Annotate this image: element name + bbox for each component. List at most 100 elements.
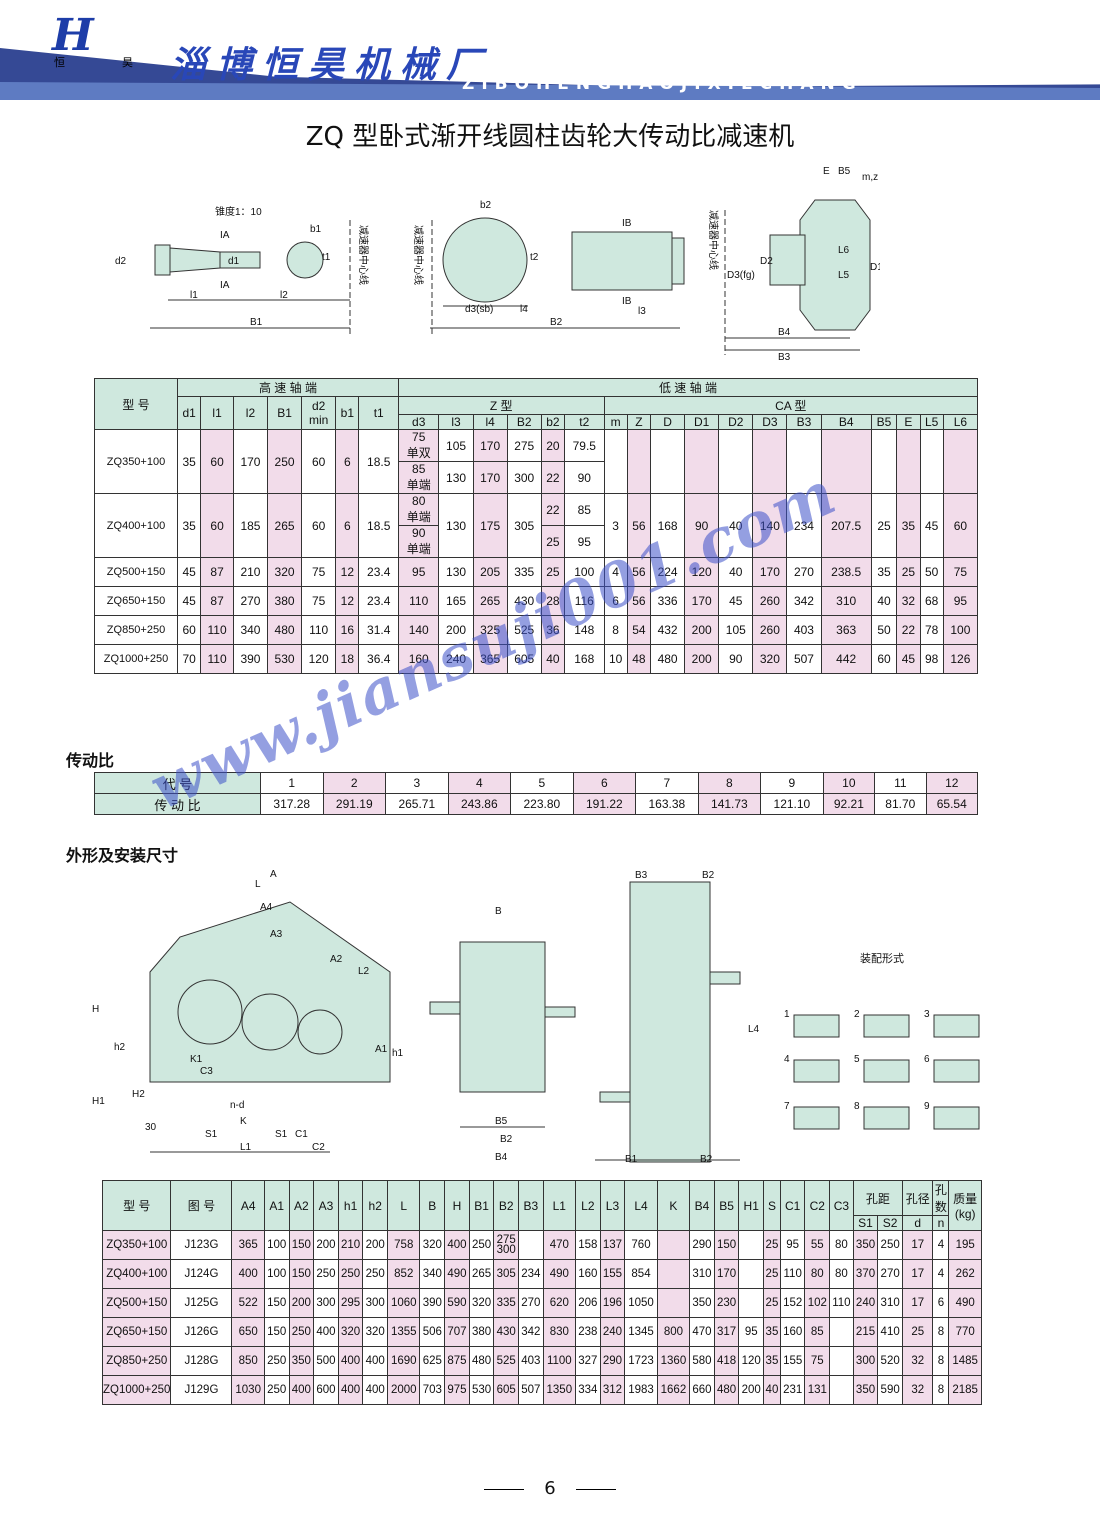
table-cell: 65.54 <box>925 793 979 815</box>
table-cell: 28 <box>540 586 566 616</box>
dim-label: l1 <box>190 290 198 301</box>
table-cell: 430 <box>506 586 542 616</box>
dim-label: L5 <box>838 270 850 281</box>
hole-diameter-header: 孔径 <box>901 1180 934 1216</box>
table-cell: 131 <box>804 1375 831 1405</box>
model-cell: ZQ850+250 <box>94 615 178 645</box>
column-header: L5 <box>919 414 944 430</box>
column-header: D1 <box>684 414 720 430</box>
logo-mark: H <box>52 10 94 61</box>
table-cell: 95 <box>779 1230 806 1260</box>
logo-left-char: 恒 <box>54 56 65 69</box>
table-cell: 170 <box>752 557 788 587</box>
header-banner <box>0 0 1100 100</box>
table-cell: 195 <box>948 1230 982 1260</box>
table-cell: 105 <box>438 429 474 462</box>
table-cell: 155 <box>779 1346 806 1376</box>
table-cell: 40 <box>870 586 898 616</box>
table-cell: 6 <box>932 1288 950 1318</box>
reducer-end-view <box>459 941 546 1093</box>
table-cell: 85 <box>804 1317 831 1347</box>
table-cell: 320 <box>337 1317 364 1347</box>
table-cell: 45 <box>176 557 202 587</box>
assembly-form-8 <box>863 1106 910 1130</box>
table-cell: 20 <box>540 429 566 462</box>
dim-label: C2 <box>312 1142 325 1153</box>
table-cell: 530 <box>468 1375 495 1405</box>
table-cell: 336 <box>650 586 686 616</box>
table-cell: 196 <box>599 1288 626 1318</box>
table-cell: 275 300 <box>493 1230 519 1260</box>
table-cell: 9 <box>760 772 824 794</box>
dim-label: IB <box>622 296 632 307</box>
column-header: K <box>656 1180 691 1231</box>
outline-drawings: L A A4 A3 A2 L2 A1 H h2 h1 H1 K1 C3 H2 n… <box>92 869 760 1165</box>
table-cell: 150 <box>263 1317 290 1347</box>
table-cell: 90 <box>718 644 754 674</box>
table-cell: 480 <box>468 1346 495 1376</box>
table-cell: J124G <box>170 1259 233 1289</box>
column-header: l3 <box>438 414 474 430</box>
assembly-num: 8 <box>854 1101 860 1112</box>
table-cell <box>896 429 921 494</box>
table-cell <box>919 429 944 494</box>
table-cell: 400 <box>444 1230 470 1260</box>
table-cell: 265 <box>266 493 303 558</box>
dim-label: L2 <box>358 966 370 977</box>
assembly-num: 7 <box>784 1101 790 1112</box>
table-cell: 25 <box>763 1230 781 1260</box>
column-header: d3 <box>397 414 440 430</box>
table-cell: 365 <box>472 644 508 674</box>
table-cell: 432 <box>650 615 686 645</box>
dim-label: B <box>495 906 502 917</box>
dim-label: L1 <box>240 1142 252 1153</box>
table-cell: 234 <box>517 1259 544 1289</box>
table-cell: 16 <box>335 615 360 645</box>
column-header: S <box>763 1180 781 1231</box>
table-cell: 48 <box>626 644 652 674</box>
table-cell: 45 <box>176 586 202 616</box>
table-cell: 238.5 <box>820 557 872 587</box>
table-cell: 320 <box>266 557 303 587</box>
low-speed-shaft <box>571 231 673 291</box>
table-cell: 160 <box>779 1317 806 1347</box>
table-cell <box>656 1230 691 1260</box>
shaft-end-diagrams: 锥度1：10 IA IA d2 d1 l1 l2 B1 b1 t1 b2 t2 … <box>115 166 880 363</box>
table-cell: 320 <box>468 1288 495 1318</box>
dim-label: H <box>92 1004 99 1015</box>
table-cell <box>626 429 652 494</box>
table-cell: 25 <box>540 557 566 587</box>
table-cell: 262 <box>948 1259 982 1289</box>
table-cell: 317 <box>713 1317 740 1347</box>
table-cell: 75 <box>942 557 979 587</box>
table-cell: 200 <box>288 1288 315 1318</box>
table-cell: 530 <box>266 644 303 674</box>
assembly-form-9 <box>933 1106 980 1130</box>
table-cell: 7 <box>635 772 699 794</box>
z-type-header: Z 型 <box>397 396 605 415</box>
table-cell: 625 <box>419 1346 446 1376</box>
table-cell: 1662 <box>656 1375 691 1405</box>
reducer-side-view <box>149 901 391 1083</box>
table-cell: 165 <box>438 586 474 616</box>
table-cell: 80 单端 <box>397 493 440 526</box>
table-cell: 170 <box>472 461 508 494</box>
table-cell: 60 <box>176 615 202 645</box>
table-cell: 4 <box>932 1259 950 1289</box>
table-cell: 95 <box>942 586 979 616</box>
table-cell: 110 <box>829 1288 854 1318</box>
table-cell: 200 <box>684 644 720 674</box>
table-cell: 150 <box>288 1259 315 1289</box>
table-cell: 170 <box>684 586 720 616</box>
table-cell: 250 <box>266 429 303 494</box>
table-cell: 600 <box>313 1375 339 1405</box>
table-cell: 975 <box>444 1375 470 1405</box>
hole-spacing-header: 孔距 <box>852 1180 903 1216</box>
table-cell: 480 <box>713 1375 740 1405</box>
table-cell: 75 单双 <box>397 429 440 462</box>
table-cell: 300 <box>852 1346 879 1376</box>
column-header: L <box>387 1180 421 1231</box>
table-cell: 310 <box>877 1288 903 1318</box>
